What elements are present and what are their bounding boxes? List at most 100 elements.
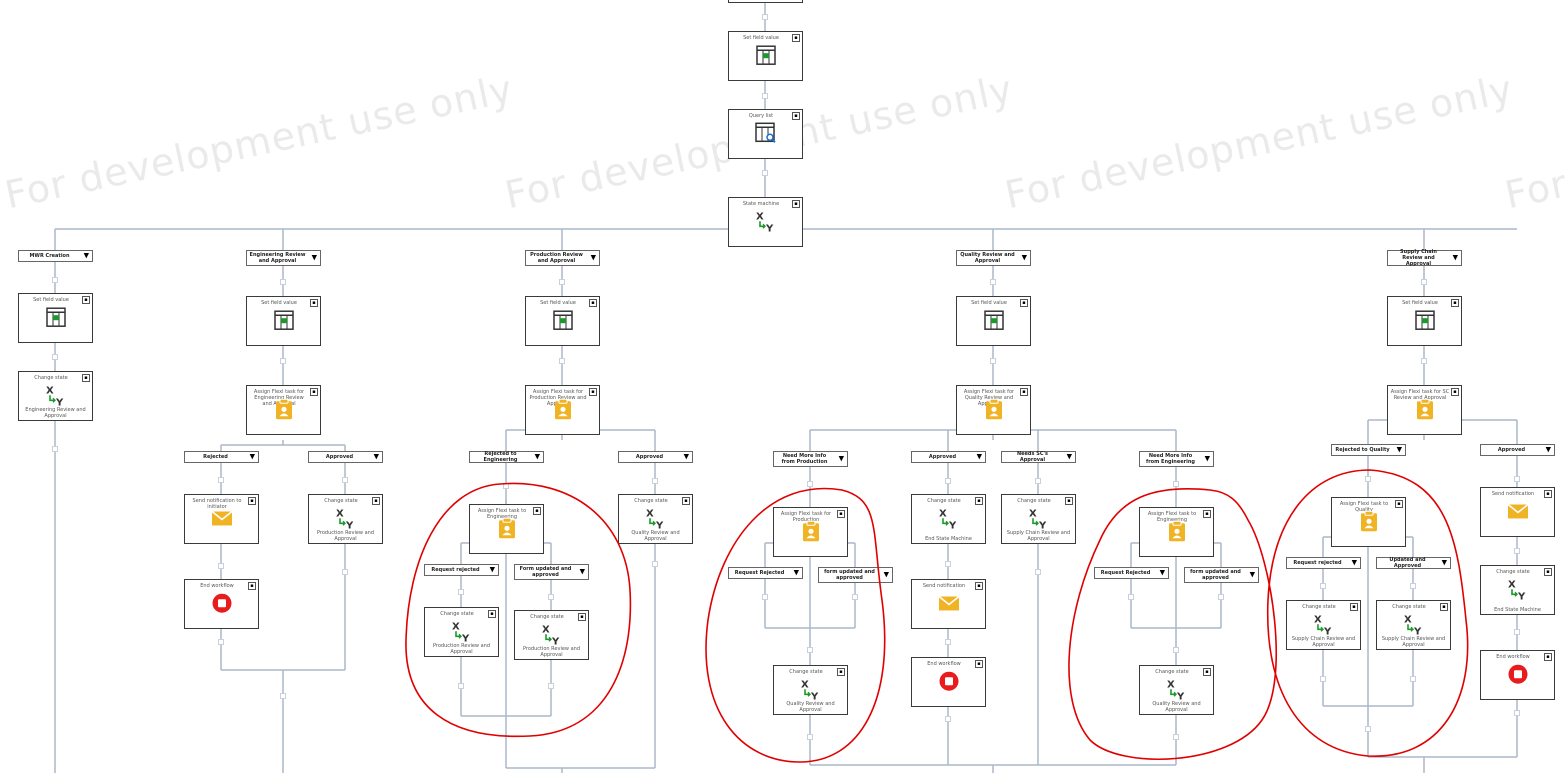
drop-target-connector[interactable] [762,93,768,99]
state-production-review[interactable]: Production Review and Approval▼ [525,250,600,266]
mwr-change-state-menu-button[interactable]: ▪ [82,374,90,382]
eng-end-workflow-menu-button[interactable]: ▪ [248,582,256,590]
drop-target-connector[interactable] [280,279,286,285]
quality-change-state-engineering-menu-button[interactable]: ▪ [1203,668,1211,676]
chevron-down-icon[interactable]: ▼ [311,253,317,262]
outcome-quality-need-info-production[interactable]: Need More Info from Production▼ [773,451,848,467]
state-quality-review[interactable]: Quality Review and Approval▼ [956,250,1031,266]
sc-end-workflow-menu-button[interactable]: ▪ [1544,653,1552,661]
chevron-down-icon[interactable]: ▼ [1545,445,1551,454]
drop-target-connector[interactable] [458,683,464,689]
mwr-set-field-value-menu-button[interactable]: ▪ [82,296,90,304]
chevron-down-icon[interactable]: ▼ [83,251,89,260]
drop-target-connector[interactable] [990,279,996,285]
prod-change-state-updated-menu-button[interactable]: ▪ [578,613,586,621]
chevron-down-icon[interactable]: ▼ [883,570,889,579]
drop-target-connector[interactable] [1514,629,1520,635]
drop-target-connector[interactable] [945,716,951,722]
quality-assign-task-menu-button[interactable]: ▪ [1020,388,1028,396]
drop-target-connector[interactable] [52,277,58,283]
chevron-down-icon[interactable]: ▼ [1159,568,1165,577]
quality-assign-production[interactable]: Assign Flexi task for Production▪ [773,507,848,557]
drop-target-connector[interactable] [945,639,951,645]
drop-target-connector[interactable] [1218,594,1224,600]
drop-target-connector[interactable] [652,478,658,484]
production-assign-task-menu-button[interactable]: ▪ [589,388,597,396]
drop-target-connector[interactable] [1035,569,1041,575]
quality-send-notification[interactable]: Send notification▪ [911,579,986,629]
engineering-assign-task-menu-button[interactable]: ▪ [310,388,318,396]
drop-target-connector[interactable] [52,446,58,452]
sc-assign-quality-menu-button[interactable]: ▪ [1395,500,1403,508]
eng-change-state-menu-button[interactable]: ▪ [372,497,380,505]
drop-target-connector[interactable] [1173,734,1179,740]
chevron-down-icon[interactable]: ▼ [1396,445,1402,454]
drop-target-connector[interactable] [1514,476,1520,482]
state-engineering-review[interactable]: Engineering Review and Approval▼ [246,250,321,266]
outcome-prod-rejected-to-engineering[interactable]: Rejected to Engineering▼ [469,451,544,463]
sc-assign-quality[interactable]: Assign Flexi task to Quality▪ [1331,497,1406,547]
eng-end-workflow[interactable]: End workflow▪ [184,579,259,629]
chevron-down-icon[interactable]: ▼ [489,565,495,574]
drop-target-connector[interactable] [458,589,464,595]
drop-target-connector[interactable] [1421,358,1427,364]
drop-target-connector[interactable] [503,483,509,489]
drop-target-connector[interactable] [1320,583,1326,589]
chevron-down-icon[interactable]: ▼ [579,567,585,576]
chevron-down-icon[interactable]: ▼ [838,454,844,463]
drop-target-connector[interactable] [762,594,768,600]
drop-target-connector[interactable] [1035,478,1041,484]
prod-change-state-approved-menu-button[interactable]: ▪ [682,497,690,505]
outcome-quality-needs-sc[interactable]: Needs SC's Approval▼ [1001,451,1076,463]
chevron-down-icon[interactable]: ▼ [976,452,982,461]
drop-target-connector[interactable] [280,693,286,699]
outcome-eng-approved[interactable]: Approved▼ [308,451,383,463]
drop-target-connector[interactable] [945,478,951,484]
drop-target-connector[interactable] [559,358,565,364]
state-supply-chain-review[interactable]: Supply Chain Review and Approval▼ [1387,249,1462,267]
production-set-field-value-menu-button[interactable]: ▪ [589,299,597,307]
drop-target-connector[interactable] [762,14,768,20]
sc-send-notification-menu-button[interactable]: ▪ [1544,490,1552,498]
drop-target-connector[interactable] [218,639,224,645]
state-mwr-creation[interactable]: MWR Creation▼ [18,250,93,262]
sc-send-notification[interactable]: Send notification▪ [1480,487,1555,537]
chevron-down-icon[interactable]: ▼ [249,452,255,461]
chevron-down-icon[interactable]: ▼ [1066,452,1072,461]
sc-end-workflow[interactable]: End workflow▪ [1480,650,1555,700]
outcome-quality-eng-form-updated[interactable]: form updated and approved▼ [1184,567,1259,583]
quality-assign-engineering-menu-button[interactable]: ▪ [1203,510,1211,518]
drop-target-connector[interactable] [852,594,858,600]
drop-target-connector[interactable] [1365,476,1371,482]
drop-target-connector[interactable] [1514,710,1520,716]
chevron-down-icon[interactable]: ▼ [1351,558,1357,567]
chevron-down-icon[interactable]: ▼ [1021,253,1027,262]
outcome-sc-request-rejected[interactable]: Request rejected▼ [1286,557,1361,569]
quality-send-notification-menu-button[interactable]: ▪ [975,582,983,590]
quality-set-field-value[interactable]: Set field value▪ [956,296,1031,346]
drop-target-connector[interactable] [548,683,554,689]
engineering-set-field-value-menu-button[interactable]: ▪ [310,299,318,307]
drop-target-connector[interactable] [1410,676,1416,682]
quality-set-field-value-menu-button[interactable]: ▪ [1020,299,1028,307]
outcome-sc-rejected-to-quality[interactable]: Rejected to Quality▼ [1331,444,1406,456]
outcome-prod-form-updated[interactable]: Form updated and approved▼ [514,564,589,580]
activity-set-field-value-menu-button[interactable]: ▪ [792,34,800,42]
sc-change-state-end-menu-button[interactable]: ▪ [1544,568,1552,576]
chevron-down-icon[interactable]: ▼ [1249,570,1255,579]
outcome-quality-need-info-engineering[interactable]: Need More Info from Engineering▼ [1139,451,1214,467]
chevron-down-icon[interactable]: ▼ [1204,454,1210,463]
sc-change-state-updated-menu-button[interactable]: ▪ [1440,603,1448,611]
quality-assign-production-menu-button[interactable]: ▪ [837,510,845,518]
prod-change-state-rejected-menu-button[interactable]: ▪ [488,610,496,618]
chevron-down-icon[interactable]: ▼ [534,452,540,461]
engineering-assign-task[interactable]: Assign Flexi task for Engineering Review… [246,385,321,435]
drop-target-connector[interactable] [1173,647,1179,653]
sc-assign-task[interactable]: Assign Flexi task for SC Review and Appr… [1387,385,1462,435]
outcome-prod-request-rejected[interactable]: Request rejected▼ [424,564,499,576]
